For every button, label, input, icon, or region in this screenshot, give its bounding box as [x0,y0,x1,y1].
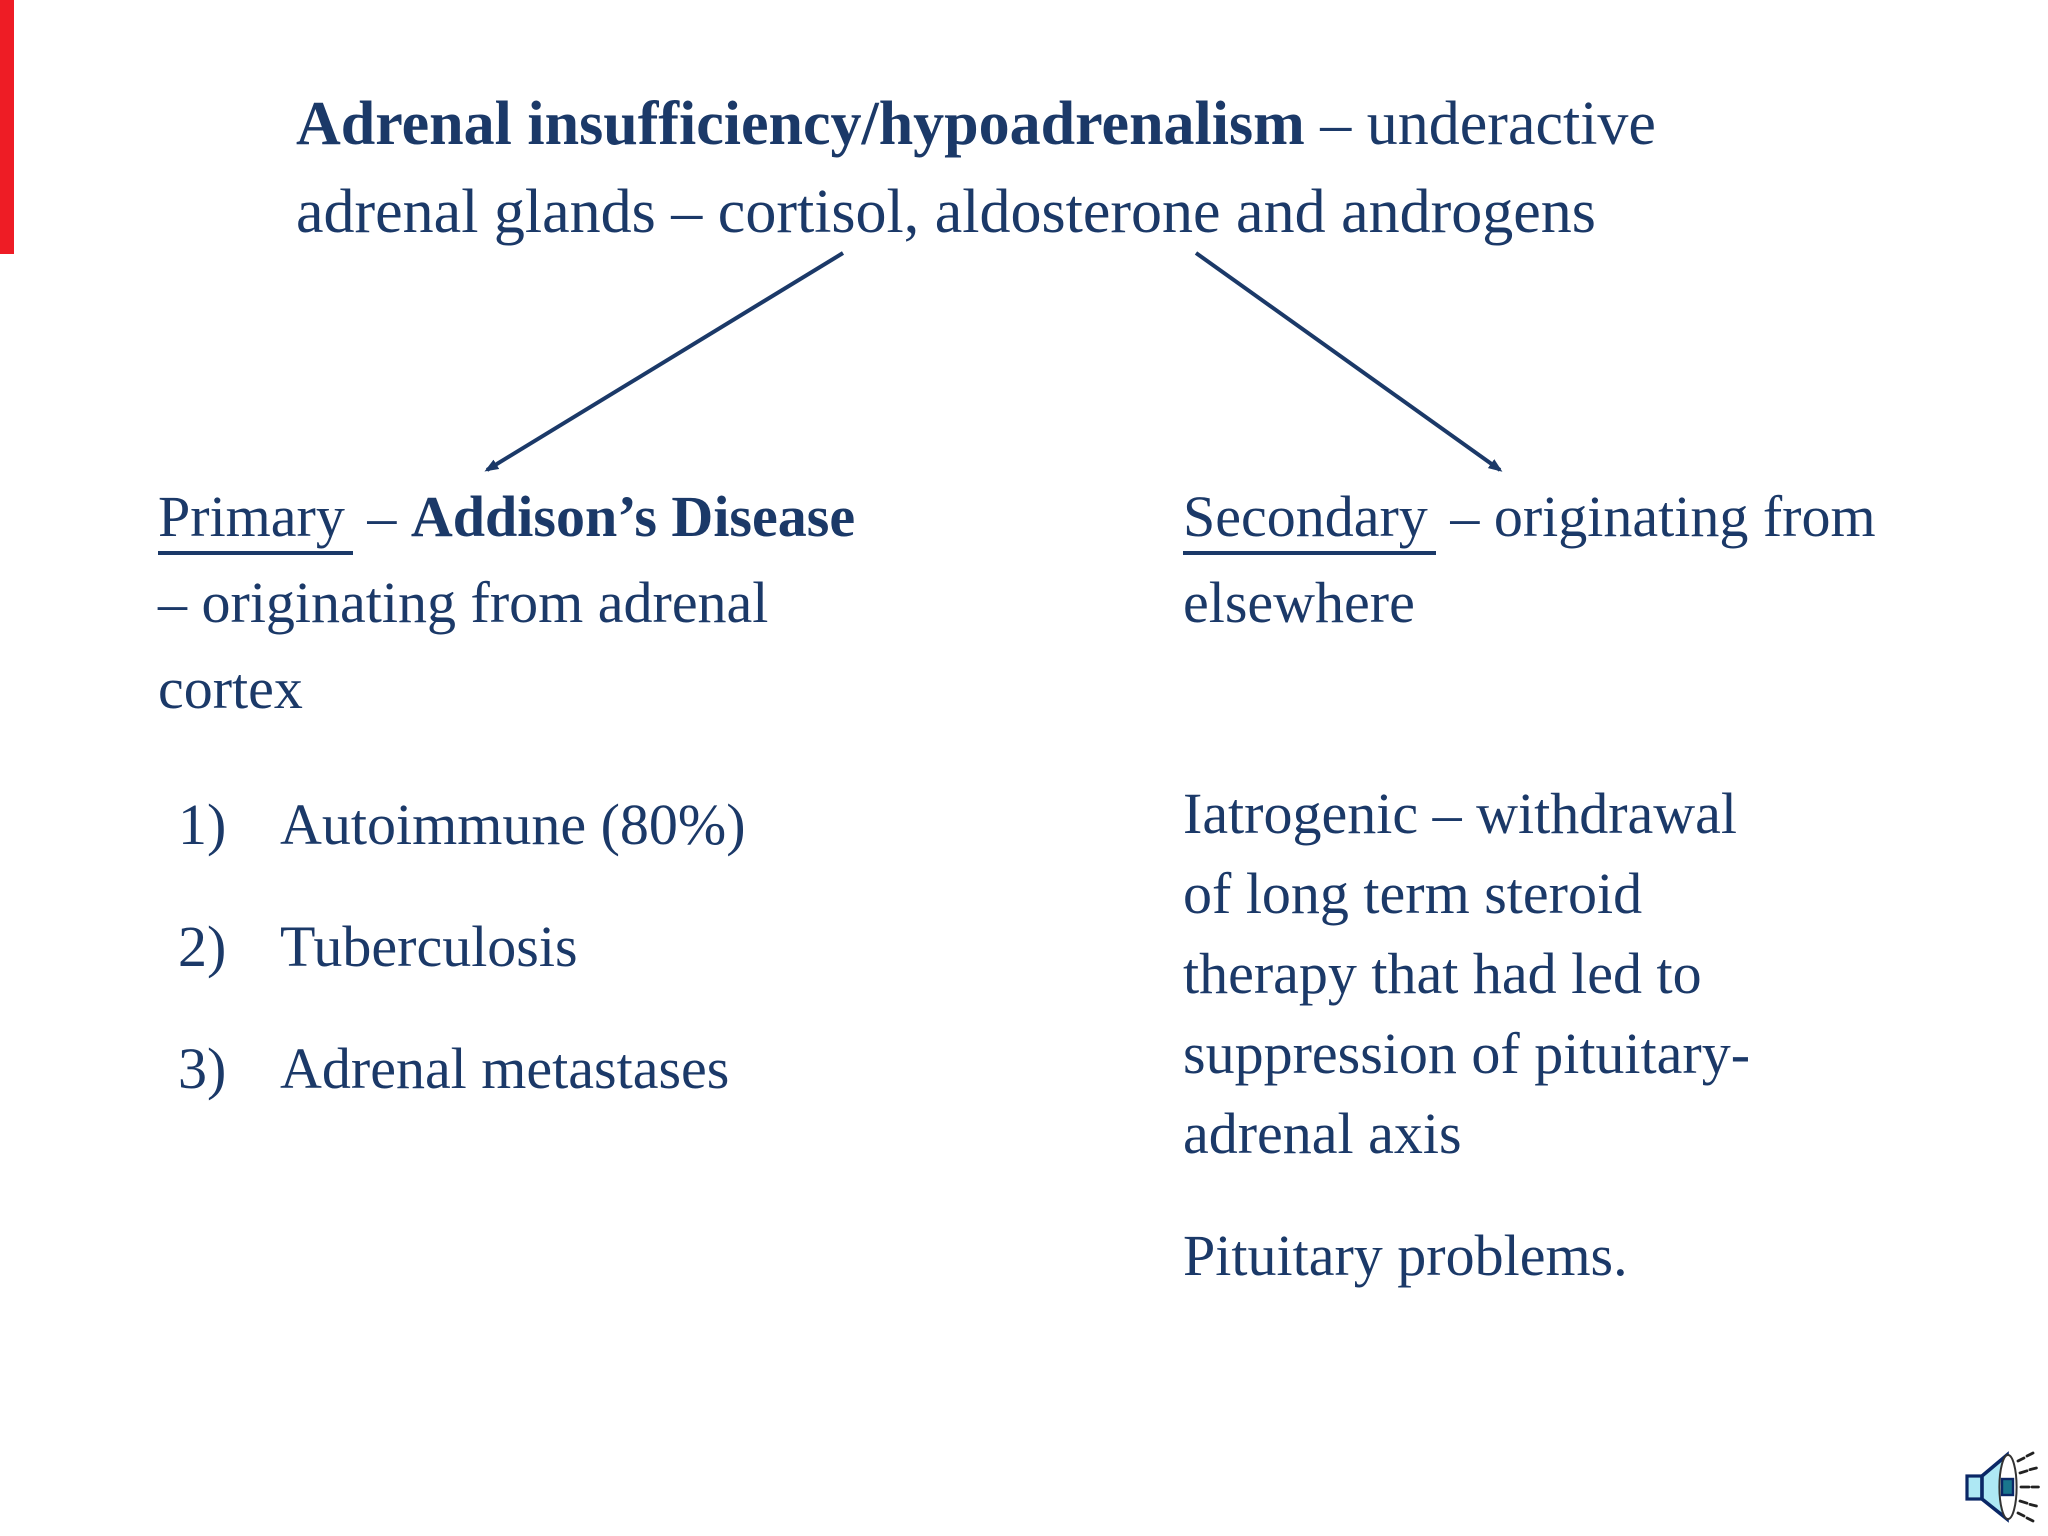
title-term: Adrenal insufficiency/hypoadrenalism [296,90,1305,158]
secondary-paragraph-line: of long term steroid [1183,861,1643,926]
speaker-icon[interactable] [1964,1446,2040,1528]
primary-heading-line-1: Primary – Addison’s Disease [158,474,855,560]
primary-term: Primary [158,484,353,555]
secondary-term: Secondary [1183,484,1436,555]
secondary-heading: Secondary – originating from elsewhere [1183,474,1876,646]
list-item-marker: 2) [178,914,227,979]
title-line-1: Adrenal insufficiency/hypoadrenalism – u… [296,80,1656,168]
red-marker-bar [0,0,14,254]
secondary-paragraph: Iatrogenic – withdrawal of long term ste… [1183,774,1750,1174]
primary-heading: Primary – Addison’s Disease – originatin… [158,474,855,732]
list-item-marker: 1) [178,792,227,857]
list-item-marker: 3) [178,1036,227,1101]
primary-heading-line-3: cortex [158,656,303,721]
secondary-heading-line-2: elsewhere [1183,570,1415,635]
title-line-2: adrenal glands – cortisol, aldosterone a… [296,178,1596,246]
list-item-label: Autoimmune (80%) [280,792,746,857]
secondary-paragraph-line: therapy that had led to [1183,941,1702,1006]
title-line-1-rest: – underactive [1304,90,1656,158]
list-item-label: Adrenal metastases [280,1036,730,1101]
list-item: 2) Tuberculosis [178,904,746,990]
primary-separator: – [352,484,411,549]
primary-causes-list: 1) Autoimmune (80%) 2) Tuberculosis 3) Adre… [178,782,746,1148]
secondary-paragraph-2: Pituitary problems. [1183,1223,1628,1288]
slide-title: Adrenal insufficiency/hypoadrenalism – u… [296,80,1656,256]
list-item: 3) Adrenal metastases [178,1026,746,1112]
list-item-label: Tuberculosis [280,914,578,979]
primary-heading-line-2: – originating from adrenal [158,570,769,635]
arrow-left-icon [484,251,845,472]
secondary-paragraph-line: suppression of pituitary- [1183,1021,1751,1086]
primary-term-bold: Addison’s Disease [410,484,856,549]
secondary-paragraph-line: adrenal axis [1183,1101,1462,1166]
arrow-right-icon [1194,251,1503,472]
secondary-heading-rest: – originating from [1435,484,1876,549]
list-item: 1) Autoimmune (80%) [178,782,746,868]
secondary-paragraph-line: Iatrogenic – withdrawal [1183,781,1738,846]
secondary-heading-line-1: Secondary – originating from [1183,474,1876,560]
